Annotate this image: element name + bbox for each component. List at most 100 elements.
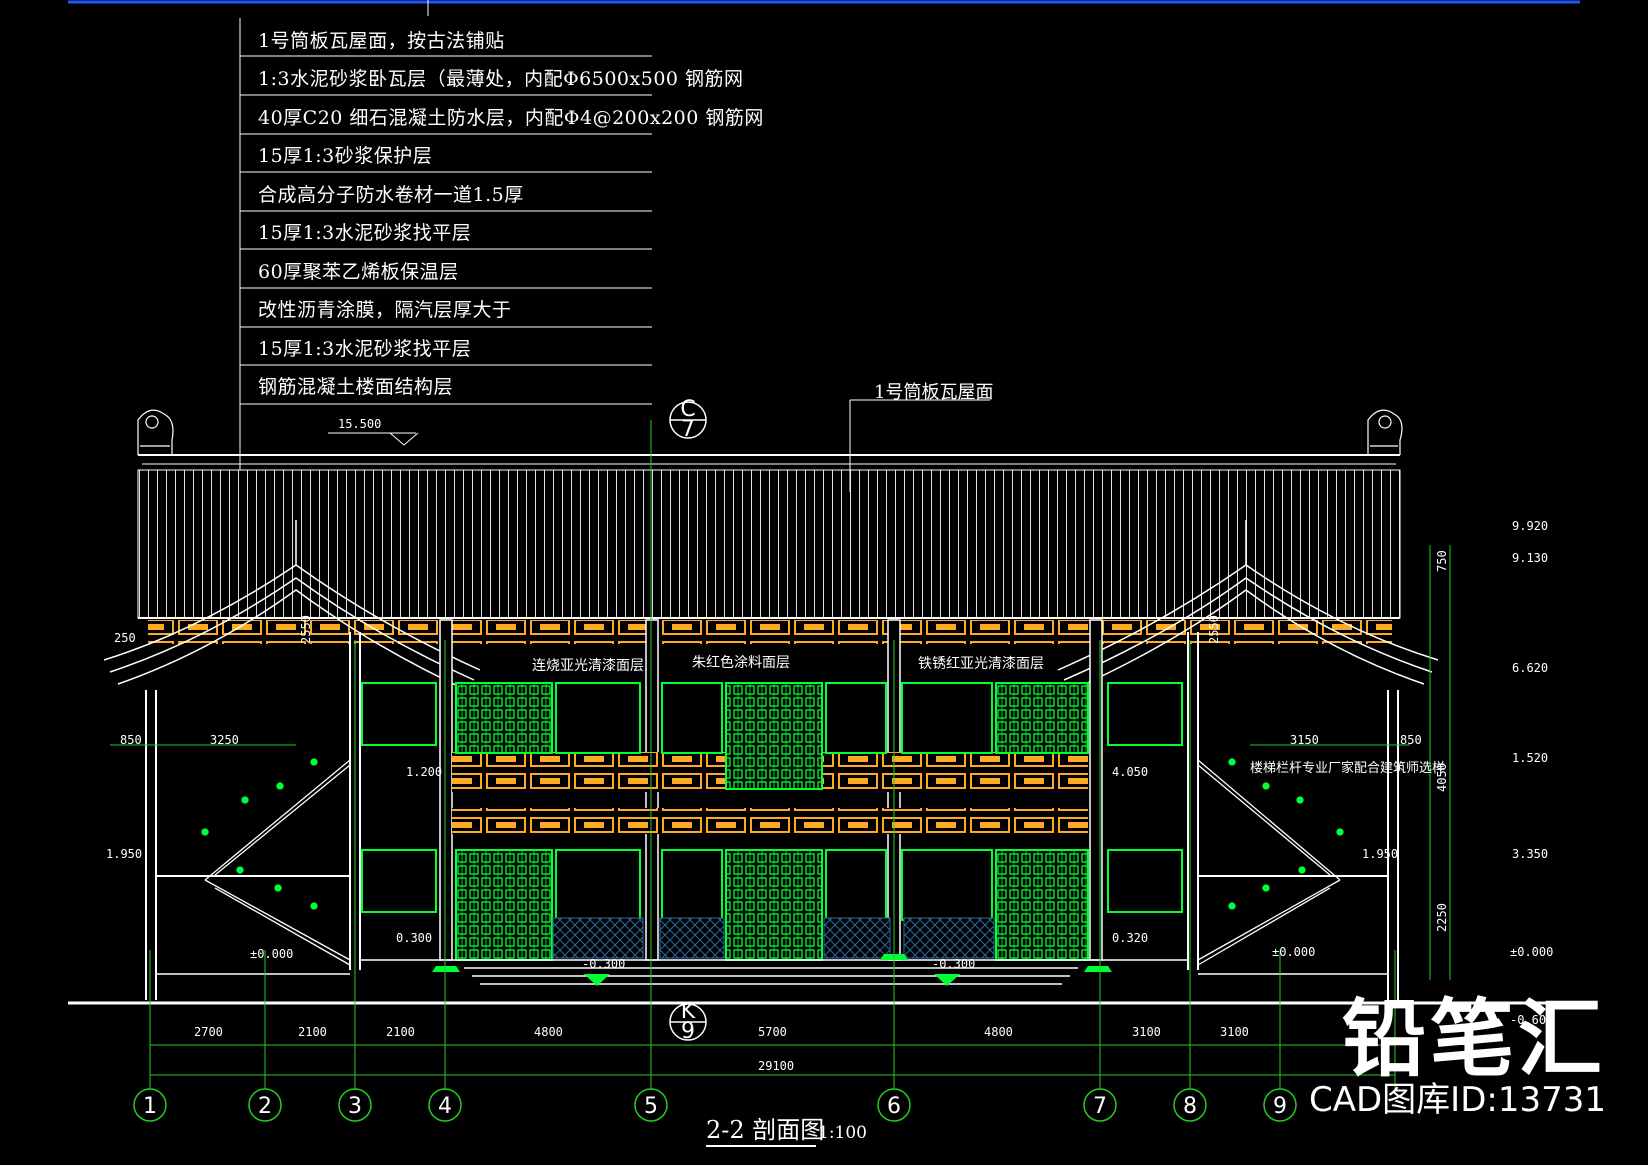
right-dim-6: 2250 (1435, 903, 1449, 932)
bay-dim-2: 2100 (298, 1025, 327, 1039)
axis-3: 3 (338, 1088, 372, 1122)
elev-right-9130: 9.130 (1512, 551, 1548, 565)
elev-right-1520: 1.520 (1512, 751, 1548, 765)
elev-left-1950: 1.950 (106, 847, 142, 861)
section-mark-bottom-lower: 9 (681, 1019, 695, 1044)
svg-text:7: 7 (1093, 1094, 1107, 1119)
stair-left (201, 758, 351, 966)
section-mark-bottom: K 9 (669, 999, 707, 1044)
layer-note-5: 合成高分子防水卷材一道1.5厚 (258, 184, 524, 206)
bay-dim-8: 3100 (1220, 1025, 1249, 1039)
axis-5: 5 (634, 1088, 668, 1122)
right-dim-5: 4050 (1435, 763, 1449, 792)
layer-note-6: 15厚1:3水泥砂浆找平层 (258, 222, 472, 244)
drawing-title-text: 2-2 剖面图 (706, 1116, 824, 1144)
layer-note-1: 1号筒板瓦屋面，按古法铺贴 (258, 30, 505, 52)
bay-dimensions: 2700 2100 2100 4800 5700 4800 3100 3100 … (194, 1025, 1249, 1073)
eave-bracket-band (148, 620, 1392, 644)
elev-left-000: ±0.000 (250, 947, 293, 961)
svg-text:3: 3 (348, 1094, 362, 1119)
bay-dim-7: 3100 (1132, 1025, 1161, 1039)
elev-right-000b: ±0.000 (1272, 945, 1315, 959)
layer-note-3: 40厚C20 细石混凝土防水层，内配Φ4@200x200 钢筋网 (258, 107, 764, 129)
layer-note-7: 60厚聚苯乙烯板保温层 (258, 261, 459, 283)
elev-right-4050: 4.050 (1112, 765, 1148, 779)
layer-notes-leaders (239, 0, 652, 608)
axis-4: 4 (428, 1088, 462, 1122)
right-wing-roof (1057, 520, 1439, 691)
total-dim: 29100 (758, 1059, 794, 1073)
drawing-scale: 1:100 (818, 1123, 867, 1143)
elev-left-1200: 1.200 (406, 765, 442, 779)
lower-balcony-rail (452, 808, 1088, 834)
grid-axis-bubbles: 1 2 3 4 5 6 7 8 9 (133, 1088, 1297, 1122)
right-dim-3: 2550 (1207, 615, 1221, 644)
upper-windows (361, 682, 1183, 790)
left-dim-4: 3250 (210, 733, 239, 747)
svg-text:8: 8 (1183, 1094, 1197, 1119)
svg-text:4: 4 (438, 1094, 452, 1119)
main-roof (137, 454, 1401, 619)
annotation-labels: 1号筒板瓦屋面 连烧亚光清漆面层 朱红色涂料面层 铁锈红亚光清漆面层 楼梯栏杆专… (532, 382, 1445, 776)
floor-lines (68, 959, 1580, 1005)
finish-label-1: 连烧亚光清漆面层 (532, 658, 644, 674)
grid-lines (110, 420, 1451, 1090)
svg-text:2: 2 (258, 1094, 272, 1119)
axis-7: 7 (1083, 1088, 1117, 1122)
left-dim-1: 250 (114, 631, 136, 645)
bay-dim-1: 2700 (194, 1025, 223, 1039)
elev-center-b: -0.300 (932, 957, 975, 971)
elev-right-1950: 1.950 (1362, 847, 1398, 861)
elev-right-0320: 0.320 (1112, 931, 1148, 945)
bay-dim-3: 2100 (386, 1025, 415, 1039)
elev-left-0300: 0.300 (396, 931, 432, 945)
svg-text:6: 6 (887, 1094, 901, 1119)
left-dimensions: 250 2550 850 3250 (114, 615, 313, 747)
elev-right-000: ±0.000 (1510, 945, 1553, 959)
elev-right-0600: -0.600 (1510, 1013, 1553, 1027)
bay-dim-6: 4800 (984, 1025, 1013, 1039)
section-mark-top-upper: C (680, 397, 695, 422)
elevation-marks: 15.500 1.950 ±0.000 1.200 0.300 -0.300 -… (106, 417, 1553, 1027)
ridge-ornament-right (1367, 409, 1403, 455)
bay-dim-5: 5700 (758, 1025, 787, 1039)
finish-label-2: 朱红色涂料面层 (692, 654, 790, 671)
right-dim-4: 750 (1435, 550, 1449, 572)
layer-note-4: 15厚1:3砂浆保护层 (258, 145, 433, 167)
axis-8: 8 (1173, 1088, 1207, 1122)
finish-label-3: 铁锈红亚光清漆面层 (918, 656, 1044, 672)
left-wing-roof (103, 520, 481, 691)
axis-2: 2 (248, 1088, 282, 1122)
cad-id-label: CAD图库ID:13731 (1308, 1080, 1606, 1120)
right-dimensions: 3150 850 2550 750 4050 2250 (1207, 550, 1449, 932)
layer-note-10: 钢筋混凝土楼面结构层 (258, 376, 454, 398)
column-bases (432, 954, 1112, 986)
elev-right-6620: 6.620 (1512, 661, 1548, 675)
roof-label: 1号筒板瓦屋面 (874, 382, 993, 403)
railing-note: 楼梯栏杆专业厂家配合建筑师选样 (1250, 760, 1445, 776)
drawing-title: 2-2 剖面图 1:100 (706, 1116, 867, 1147)
bay-dim-4: 4800 (534, 1025, 563, 1039)
elev-center-a: -0.300 (582, 957, 625, 971)
ridge-ornament-left (137, 409, 174, 455)
section-mark-top-lower: 7 (681, 417, 695, 442)
left-dim-3: 850 (120, 733, 142, 747)
lower-windows (361, 849, 1183, 961)
ground-hatch-panels (552, 917, 995, 959)
stair-right (1197, 758, 1344, 966)
left-dim-2: 2550 (299, 615, 313, 644)
layer-note-9: 15厚1:3水泥砂浆找平层 (258, 338, 472, 360)
right-dim-2: 850 (1400, 733, 1422, 747)
section-mark-top: C 7 (669, 397, 707, 442)
right-dim-1: 3150 (1290, 733, 1319, 747)
axis-1: 1 (133, 1088, 167, 1122)
svg-text:5: 5 (644, 1094, 658, 1119)
layer-note-2: 1:3水泥砂浆卧瓦层（最薄处，内配Φ6500x500 钢筋网 (258, 68, 744, 90)
elev-right-3350: 3.350 (1512, 847, 1548, 861)
section-mark-bottom-upper: K (681, 999, 696, 1024)
axis-9: 9 (1263, 1088, 1297, 1122)
elev-15500: 15.500 (338, 417, 381, 431)
brand-logo: 铅笔汇 (1341, 990, 1606, 1088)
layer-note-8: 改性沥青涂膜，隔汽层厚大于 (258, 299, 512, 321)
